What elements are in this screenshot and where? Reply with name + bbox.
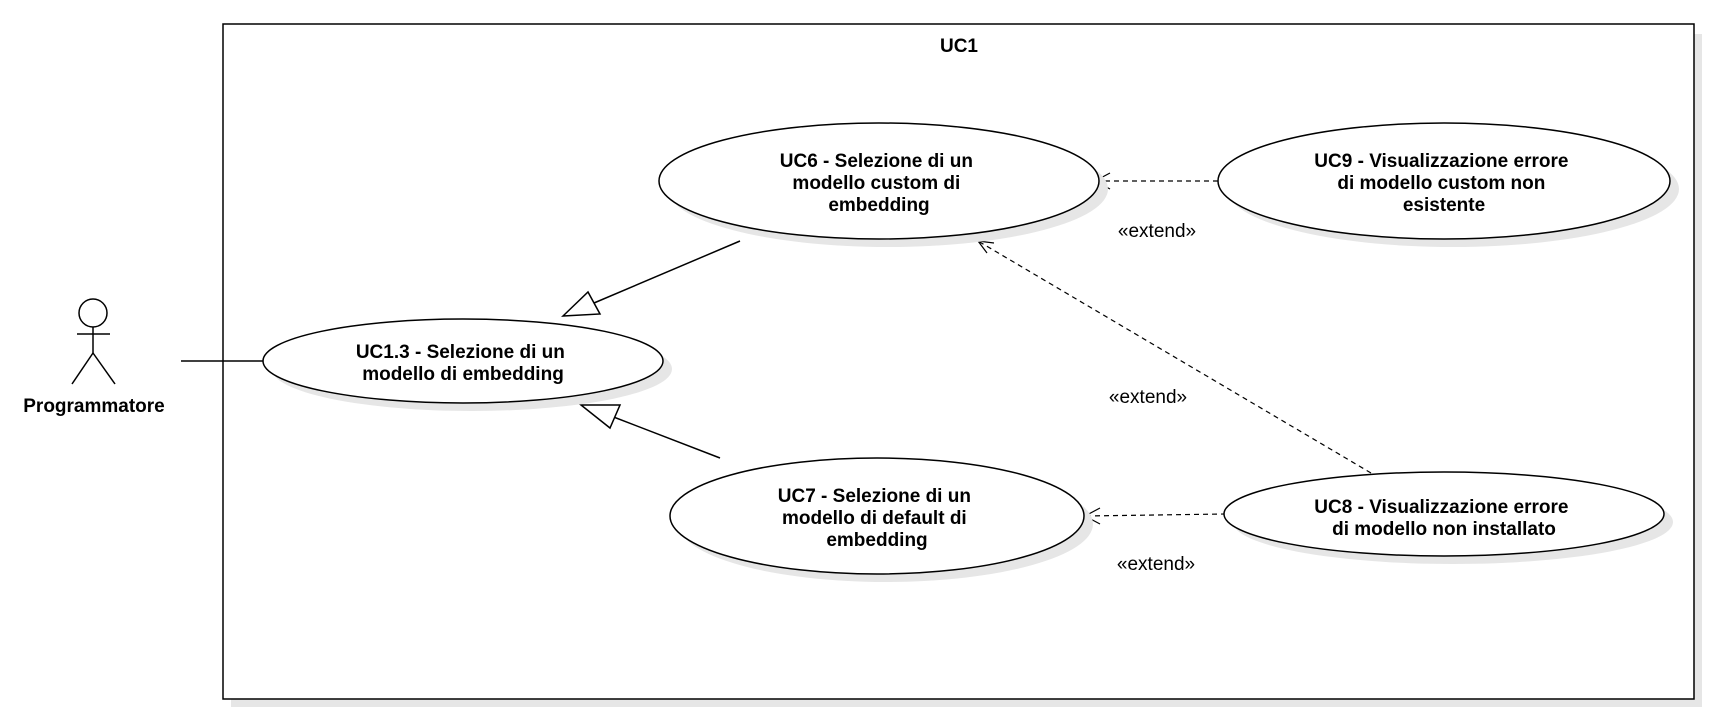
generalization-uc7-to-uc1-3 (578, 404, 721, 459)
actor-label: Programmatore (23, 396, 165, 417)
actor-stick-figure-icon (71, 298, 116, 385)
extend-label-uc8-uc6: «extend» (1109, 387, 1187, 408)
use-case-label-line: UC6 - Selezione di un (780, 151, 973, 172)
use-case-label-line: UC8 - Visualizzazione errore (1314, 497, 1568, 518)
use-case-label: UC8 - Visualizzazione errore di modello … (1314, 497, 1573, 540)
use-case-label: UC9 - Visualizzazione errore di modello … (1314, 151, 1573, 216)
use-case-label-line: embedding (828, 195, 929, 216)
generalization-uc6-to-uc1-3 (561, 240, 741, 317)
use-case-label-line: modello custom di (792, 173, 960, 194)
use-case-label-line: UC1.3 - Selezione di un (356, 342, 565, 363)
use-case-uc1-3[interactable]: UC1.3 - Selezione di un modello di embed… (262, 318, 672, 411)
use-case-label-line: esistente (1403, 195, 1485, 216)
use-case-label: UC6 - Selezione di un modello custom di … (780, 151, 978, 216)
use-case-label: UC1.3 - Selezione di un modello di embed… (356, 342, 570, 385)
extend-label-uc8-uc7: «extend» (1117, 554, 1195, 575)
use-case-label-line: UC9 - Visualizzazione errore (1314, 151, 1568, 172)
use-case-uc8[interactable]: UC8 - Visualizzazione errore di modello … (1223, 471, 1673, 564)
use-case-label-line: UC7 - Selezione di un (778, 486, 971, 507)
use-case-label-line: modello di default di (782, 508, 967, 529)
use-case-label-line: di modello custom non (1337, 173, 1545, 194)
use-case-uc7[interactable]: UC7 - Selezione di un modello di default… (669, 457, 1093, 582)
use-case-label-line: modello di embedding (362, 364, 564, 385)
use-case-uc6[interactable]: UC6 - Selezione di un modello custom di … (658, 122, 1108, 247)
actor-programmatore[interactable]: Programmatore (23, 298, 165, 417)
use-case-label-line: embedding (826, 530, 927, 551)
system-title: UC1 (940, 36, 978, 57)
extend-label-uc9: «extend» (1118, 221, 1196, 242)
use-case-label: UC7 - Selezione di un modello di default… (778, 486, 976, 551)
use-case-uc9[interactable]: UC9 - Visualizzazione errore di modello … (1217, 122, 1679, 247)
use-case-label-line: di modello non installato (1332, 519, 1556, 540)
